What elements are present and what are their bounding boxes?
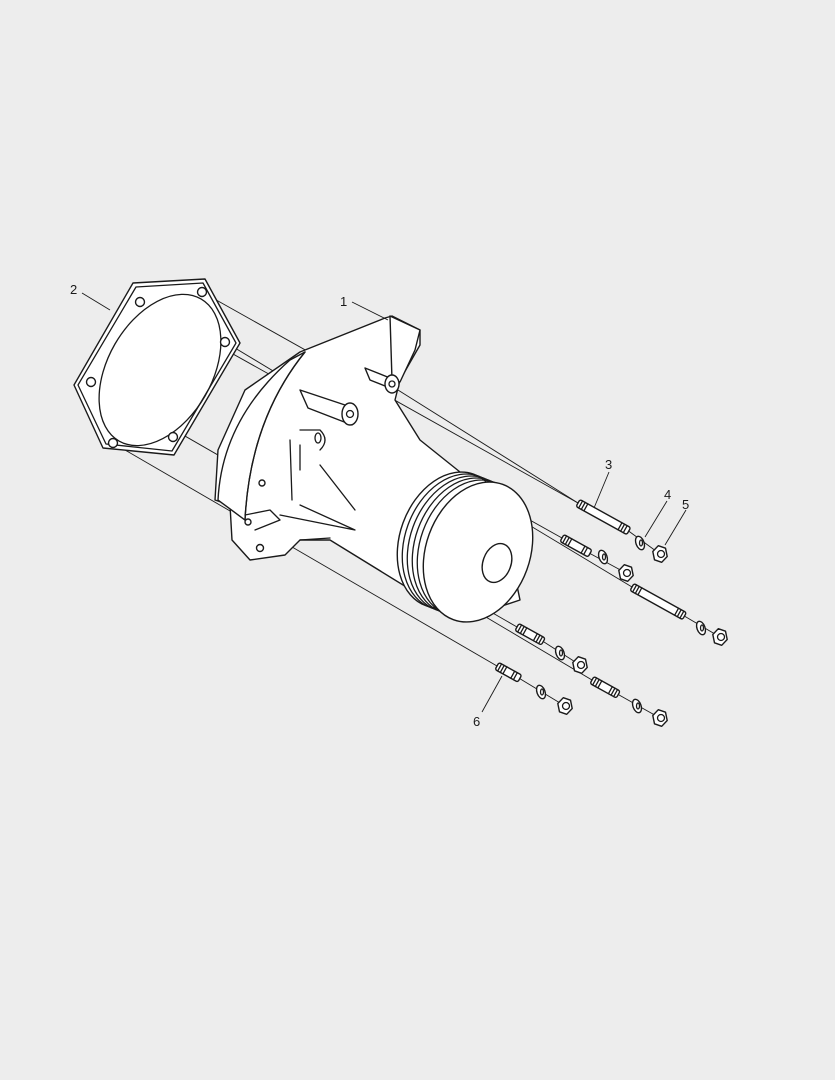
washer [634, 535, 646, 551]
callout-5: 5 [682, 497, 689, 512]
stud [630, 583, 687, 620]
stud [515, 623, 546, 646]
gasket-holes [85, 286, 231, 449]
callout-1: 1 [340, 294, 347, 309]
callout-6: 6 [473, 714, 480, 729]
nut [572, 656, 588, 674]
nut [712, 628, 728, 646]
nut [557, 697, 573, 715]
stud [560, 534, 592, 557]
stud [576, 499, 631, 535]
callout-3: 3 [605, 457, 612, 472]
washer [631, 698, 643, 714]
callout-2: 2 [70, 282, 77, 297]
stud [495, 662, 522, 683]
fasteners [495, 499, 728, 727]
washer [597, 549, 609, 565]
washer [554, 645, 566, 661]
nut [652, 545, 668, 563]
gasket [73, 278, 241, 456]
callouts: 1 2 3 4 5 6 [70, 282, 689, 729]
nut [652, 709, 668, 727]
washer [535, 684, 547, 700]
stud [590, 676, 621, 699]
pulley [396, 471, 534, 623]
callout-4: 4 [664, 487, 671, 502]
washer [695, 620, 707, 636]
nut [618, 564, 634, 582]
